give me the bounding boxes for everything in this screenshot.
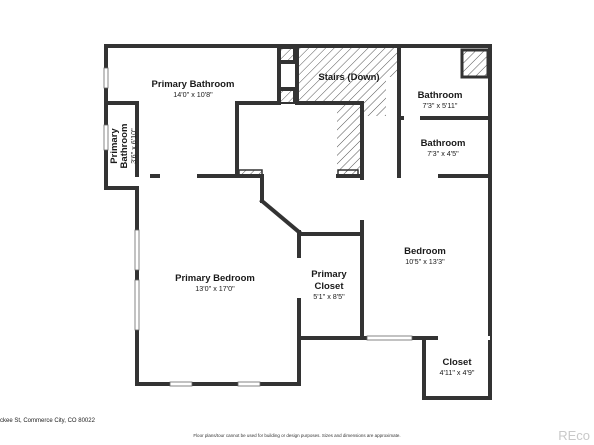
room-dims-primary-bathroom-small: 3'6" x 6'10" [129, 128, 138, 164]
room-label-primary-bathroom-small: Primary Bathroom 3'6" x 6'10" [109, 124, 138, 169]
bathroom-hatch [460, 48, 490, 79]
room-name-stairs: Stairs (Down) [318, 72, 379, 83]
room-dims-bathroom-2: 7'3" x 4'5" [427, 149, 459, 158]
windows [103, 67, 413, 387]
window [103, 67, 109, 89]
room-name-primary-bathroom: Primary Bathroom [152, 79, 235, 90]
room-dims-bathroom-1: 7'3" x 5'11" [423, 101, 458, 110]
stairs-hatch [297, 47, 399, 172]
room-dims-bedroom: 10'5" x 13'3" [405, 257, 445, 266]
window [169, 381, 193, 387]
window [134, 279, 140, 331]
window [366, 335, 413, 341]
room-name-primary-bathroom-small-line2: Bathroom [119, 124, 130, 169]
room-name-closet: Closet [442, 357, 472, 368]
window [237, 381, 261, 387]
walls [104, 44, 492, 400]
window [134, 229, 140, 271]
doorways [160, 116, 490, 340]
room-name-primary-bedroom: Primary Bedroom [175, 273, 255, 284]
room-name-bedroom: Bedroom [404, 246, 446, 257]
room-name-bathroom-2: Bathroom [421, 138, 466, 149]
room-name-primary-bathroom-small-line1: Primary [109, 128, 120, 164]
brand-logo: REco [558, 428, 590, 443]
room-dims-primary-bathroom: 14'0" x 10'8" [173, 90, 213, 99]
room-name-primary-closet-line2: Closet [314, 281, 344, 292]
doorway [438, 336, 490, 340]
address-text: ckee St, Commerce City, CO 80022 [0, 418, 95, 424]
doorway [160, 174, 197, 178]
doorway [297, 258, 301, 298]
room-name-primary-closet-line1: Primary [311, 269, 347, 280]
wall-box-hatch [278, 47, 295, 63]
room-dims-primary-bedroom: 13'0" x 17'0" [195, 284, 235, 293]
doorway [404, 116, 420, 120]
doorway [360, 180, 364, 220]
wall-box-hatch [278, 88, 295, 104]
doorway [405, 174, 438, 178]
room-dims-closet: 4'11" x 4'9" [440, 368, 475, 377]
room-name-bathroom-1: Bathroom [418, 90, 463, 101]
window [103, 124, 109, 151]
disclaimer-text: Floor plans/tour cannot be used for buil… [193, 433, 401, 438]
room-dims-primary-closet: 5'1" x 8'5" [313, 292, 345, 301]
